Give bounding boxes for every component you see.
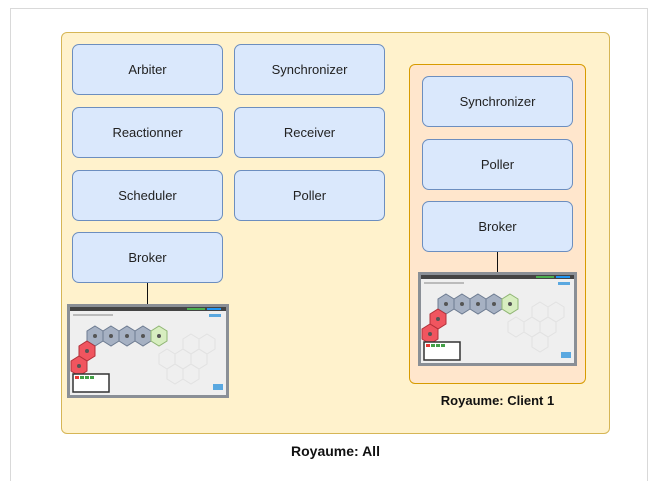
receiver-node: Receiver — [234, 107, 385, 158]
reactionner-node: Reactionner — [72, 107, 223, 158]
realm-client1-label: Royaume: Client 1 — [440, 393, 555, 408]
realm-all-label: Royaume: All — [291, 443, 380, 459]
arbiter-node: Arbiter — [72, 44, 223, 95]
webui-dashboard-icon — [67, 304, 229, 398]
client1-webui-dashboard-icon — [418, 272, 577, 366]
client1-poller-node: Poller — [422, 139, 573, 190]
broker-webui-connector — [147, 283, 148, 305]
scheduler-node: Scheduler — [72, 170, 223, 221]
broker-node: Broker — [72, 232, 223, 283]
client1-synchronizer-node: Synchronizer — [422, 76, 573, 127]
synchronizer-node: Synchronizer — [234, 44, 385, 95]
poller-node: Poller — [234, 170, 385, 221]
client1-broker-webui-connector — [497, 252, 498, 273]
client1-broker-node: Broker — [422, 201, 573, 252]
